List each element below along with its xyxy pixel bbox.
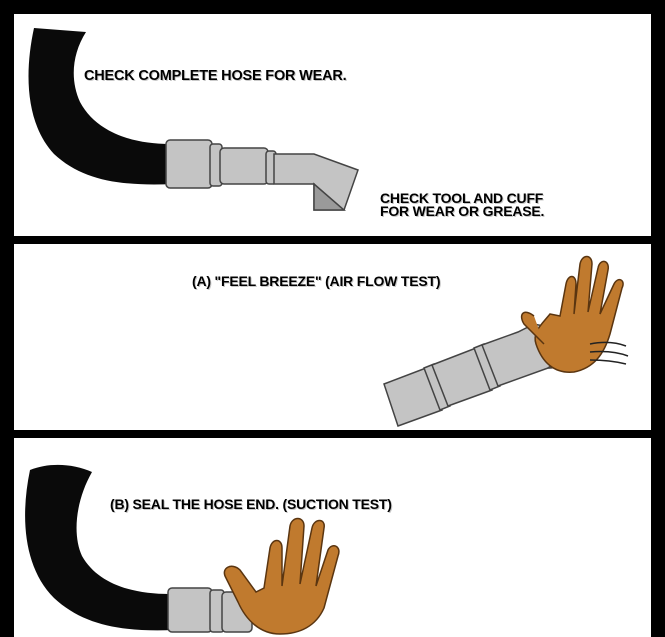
cuff-tool-icon bbox=[166, 140, 358, 210]
suction-scene-icon bbox=[14, 438, 651, 637]
hose-with-tool-icon bbox=[14, 14, 651, 236]
caption-suction-test: (B) SEAL THE HOSE END. (SUCTION TEST) bbox=[110, 498, 392, 510]
panel-suction-test: (B) SEAL THE HOSE END. (SUCTION TEST) bbox=[14, 438, 651, 637]
airflow-scene-icon bbox=[14, 244, 651, 430]
panel-check-wear: CHECK COMPLETE HOSE FOR WEAR. CHECK TOOL… bbox=[14, 14, 651, 236]
panel-airflow-test: (A) "FEEL BREEZE" (AIR FLOW TEST) bbox=[14, 244, 651, 430]
vacuum-hose-icon bbox=[29, 28, 174, 184]
caption-check-tool: CHECK TOOL AND CUFF FOR WEAR OR GREASE. bbox=[380, 192, 544, 218]
vacuum-hose-icon bbox=[25, 465, 174, 630]
caption-check-hose: CHECK COMPLETE HOSE FOR WEAR. bbox=[84, 70, 346, 82]
caption-airflow-test: (A) "FEEL BREEZE" (AIR FLOW TEST) bbox=[192, 275, 440, 287]
